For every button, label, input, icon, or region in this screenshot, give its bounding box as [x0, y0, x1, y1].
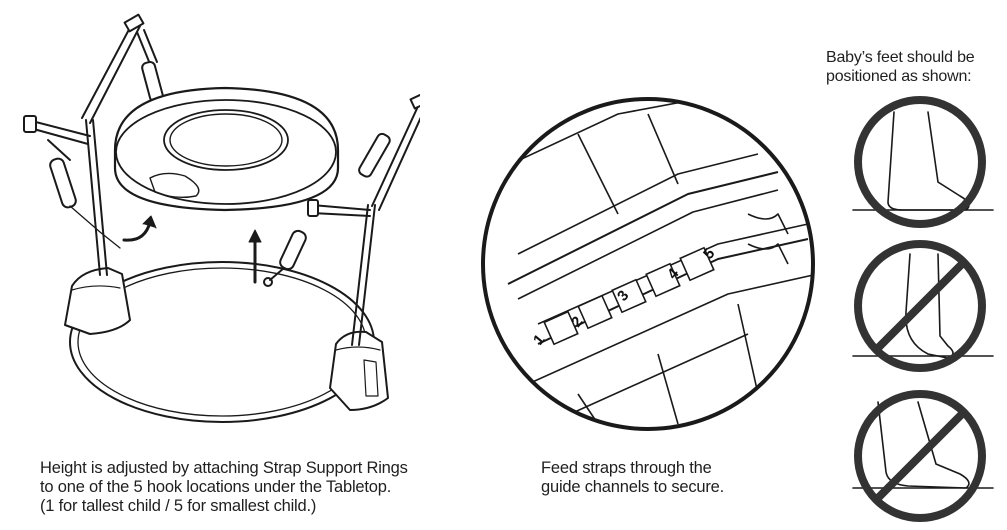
height-caption: Height is adjusted by attaching Strap Su… [40, 459, 408, 516]
prohibited-sign-1 [854, 96, 986, 228]
prohibited-sign-3 [854, 390, 986, 522]
prohibited-sign-2 [854, 240, 986, 372]
strap-caption-line1: Feed straps through the [541, 459, 712, 477]
tabletop [113, 86, 340, 212]
prohibited-slash-2 [873, 259, 967, 353]
hook-detail-drawing: 1 2 3 4 5 [481, 97, 815, 431]
hook-locations-detail: 1 2 3 4 5 [478, 94, 850, 434]
jumper-frame-illustration [0, 0, 420, 440]
feet-caption-line1: Baby’s feet should be [826, 49, 975, 66]
feet-drawing [852, 96, 994, 522]
detail-circle [481, 97, 815, 431]
hook-number-1: 1 [530, 331, 548, 348]
strap-caption: Feed straps through the guide channels t… [541, 459, 724, 497]
jumper-frame-drawing [23, 13, 420, 423]
feet-positions [848, 92, 998, 530]
prohibited-slash-3 [873, 409, 967, 503]
strap-caption-line2: guide channels to secure. [541, 478, 725, 496]
right-foot-base [329, 330, 389, 411]
height-caption-line2: to one of the 5 hook locations under the… [40, 478, 392, 496]
left-foot-base [64, 267, 131, 335]
hook-slots [543, 246, 715, 346]
height-caption-line3: (1 for tallest child / 5 for smallest ch… [40, 497, 317, 515]
height-caption-line1: Height is adjusted by attaching Strap Su… [40, 459, 408, 477]
feet-caption: Baby’s feet should be positioned as show… [826, 48, 975, 86]
feet-caption-line2: positioned as shown: [826, 68, 972, 85]
